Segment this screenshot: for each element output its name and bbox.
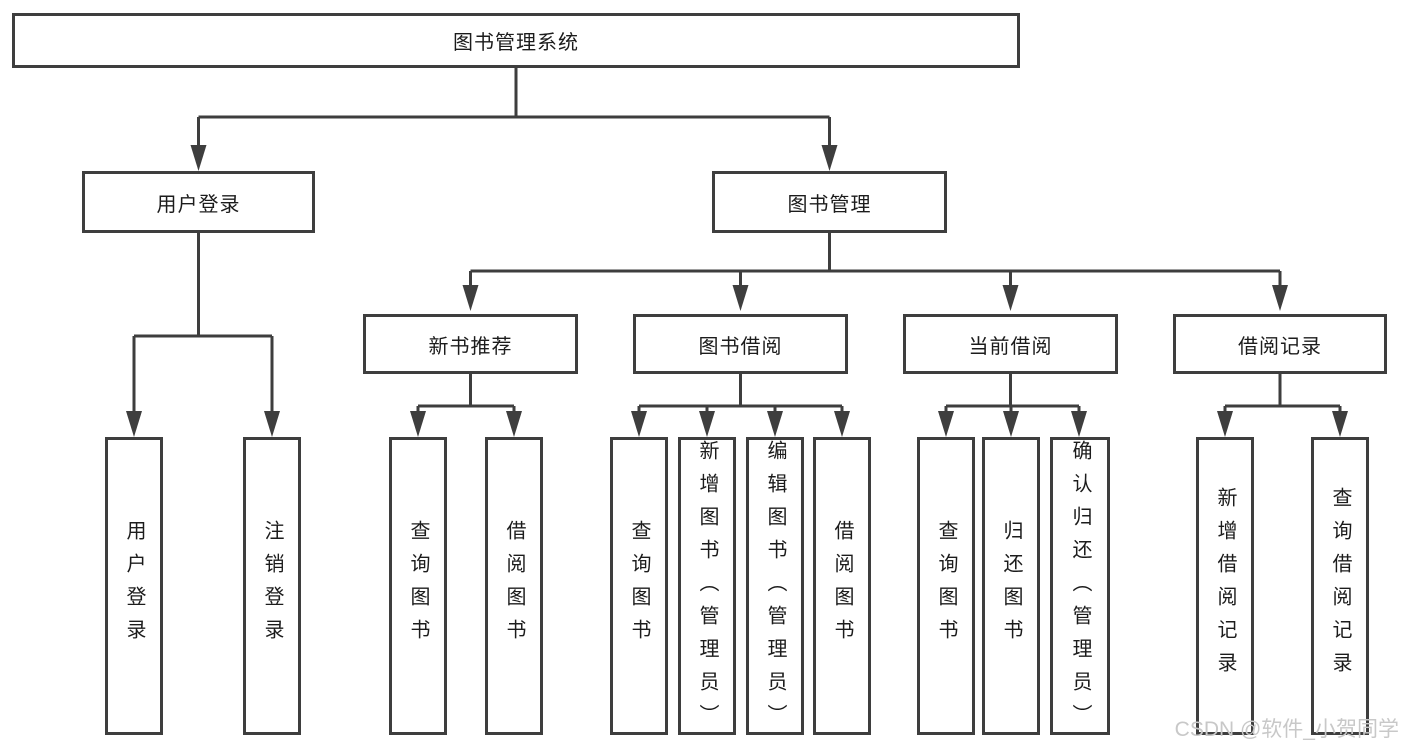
- node-label: 用户登录: [123, 520, 145, 652]
- leaf-br-query-record: 查询借阅记录: [1311, 437, 1369, 735]
- node-label: 用户登录: [156, 193, 241, 216]
- leaf-cb-return-book: 归还图书: [982, 437, 1040, 735]
- node-label: 图书借阅: [698, 335, 783, 358]
- node-label: 查询图书: [935, 520, 957, 652]
- leaf-bb-query-book: 查询图书: [610, 437, 668, 735]
- leaf-cb-confirm-return-admin: 确认归还（管理员）: [1050, 437, 1110, 737]
- leaf-bb-edit-book-admin: 编辑图书（管理员）: [746, 437, 804, 737]
- node-label: 归还图书: [1000, 520, 1022, 652]
- node-label: 图书管理: [787, 193, 872, 216]
- node-label: 新增图书（管理员）: [696, 440, 718, 737]
- node-label: 当前借阅: [968, 335, 1053, 358]
- node-label: 借阅记录: [1238, 335, 1322, 358]
- node-root: 图书管理系统: [12, 13, 1020, 68]
- node-label: 新增借阅记录: [1214, 487, 1236, 685]
- node-book-management: 图书管理: [712, 171, 947, 233]
- node-label: 查询图书: [407, 520, 429, 652]
- node-book-borrow: 图书借阅: [633, 314, 848, 374]
- leaf-br-add-record: 新增借阅记录: [1196, 437, 1254, 735]
- leaf-bb-add-book-admin: 新增图书（管理员）: [678, 437, 736, 737]
- node-borrow-record: 借阅记录: [1173, 314, 1387, 374]
- node-label: 借阅图书: [831, 520, 853, 652]
- node-user-login: 用户登录: [82, 171, 315, 233]
- node-new-book-recommend: 新书推荐: [363, 314, 578, 374]
- node-label: 查询图书: [628, 520, 650, 652]
- node-current-borrow: 当前借阅: [903, 314, 1118, 374]
- csdn-watermark: CSDN @软件_小贺同学: [1174, 718, 1399, 741]
- leaf-user-login: 用户登录: [105, 437, 163, 735]
- node-label: 图书管理系统: [453, 32, 579, 54]
- leaf-bb-borrow-book: 借阅图书: [813, 437, 871, 735]
- node-label: 确认归还（管理员）: [1069, 440, 1091, 737]
- leaf-nb-borrow-book: 借阅图书: [485, 437, 543, 735]
- leaf-cb-query-book: 查询图书: [917, 437, 975, 735]
- node-label: 注销登录: [261, 520, 283, 652]
- node-label: 编辑图书（管理员）: [764, 440, 786, 737]
- node-label: 借阅图书: [503, 520, 525, 652]
- node-label: 查询借阅记录: [1329, 487, 1351, 685]
- leaf-logout-login: 注销登录: [243, 437, 301, 735]
- node-label: 新书推荐: [428, 335, 513, 358]
- leaf-nb-query-book: 查询图书: [389, 437, 447, 735]
